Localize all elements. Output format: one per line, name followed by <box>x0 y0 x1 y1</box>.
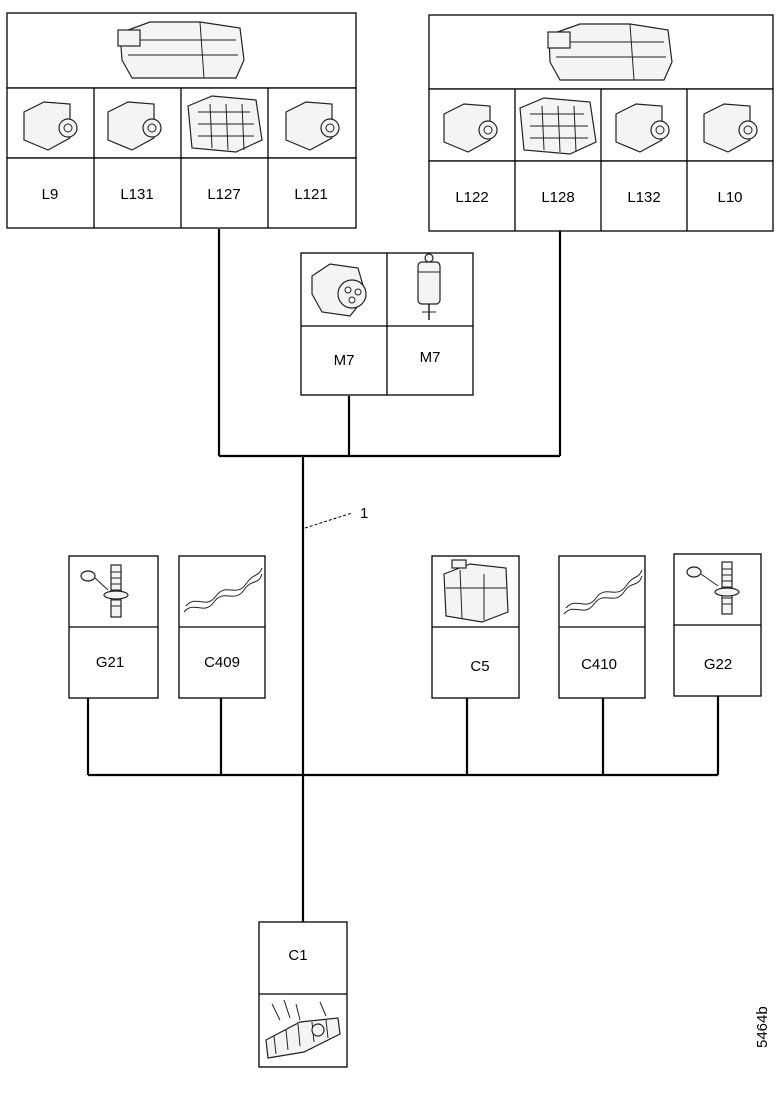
connector-label-l121: L121 <box>294 186 327 203</box>
harness-number-label: 1 <box>360 505 368 522</box>
bulb-socket-icon <box>107 101 162 151</box>
motor-group: M7 M7 <box>300 252 474 396</box>
bulb-socket-icon <box>703 103 758 153</box>
splice-c410-group: C410 <box>558 555 646 699</box>
connector-label-l9: L9 <box>42 186 59 203</box>
bulb-socket-icon <box>615 103 670 153</box>
multi-pin-connector-icon <box>187 95 263 153</box>
connector-label-l128: L128 <box>541 189 574 206</box>
bulb-socket-icon <box>23 101 78 151</box>
connector-label-c5: C5 <box>470 658 489 675</box>
splice-icon <box>183 567 263 613</box>
splice-c409-group: C409 <box>178 555 266 699</box>
connector-label-c1: C1 <box>288 947 307 964</box>
splice-label-c410: C410 <box>581 656 617 673</box>
connector-icon <box>443 559 509 623</box>
ground-label-g21: G21 <box>96 654 124 671</box>
connector-label-l122: L122 <box>455 189 488 206</box>
motor-connector-icon <box>311 263 367 317</box>
splice-label-c409: C409 <box>204 654 240 671</box>
left-headlamp-group: L9 L131 L127 L121 <box>6 12 357 229</box>
connector-c5-group: C5 <box>431 555 520 699</box>
headlamp-icon <box>117 21 245 79</box>
bulb-socket-icon <box>285 101 340 151</box>
connector-c1-group: C1 <box>258 921 348 1068</box>
wiring-lines <box>86 229 720 922</box>
ground-terminal-icon <box>80 564 129 618</box>
harness-connector-icon <box>265 999 341 1059</box>
connector-label-l10: L10 <box>717 189 742 206</box>
ground-g21-group: G21 <box>68 555 159 699</box>
motor-label-left: M7 <box>334 352 355 369</box>
connector-label-l131: L131 <box>120 186 153 203</box>
ground-label-g22: G22 <box>704 656 732 673</box>
ground-terminal-icon <box>686 561 740 615</box>
ground-g22-group: G22 <box>673 553 762 697</box>
headlamp-icon <box>547 23 673 81</box>
harness-callout: 1 <box>304 505 368 529</box>
motor-label-right: M7 <box>420 349 441 366</box>
connector-label-l132: L132 <box>627 189 660 206</box>
right-headlamp-group: L122 L128 L132 L10 <box>428 14 774 232</box>
splice-icon <box>563 569 643 615</box>
bulb-socket-icon <box>443 103 498 153</box>
motor-icon <box>417 253 441 320</box>
multi-pin-connector-icon <box>519 97 597 155</box>
connector-label-l127: L127 <box>207 186 240 203</box>
image-reference-code: 5464b <box>754 1006 771 1048</box>
